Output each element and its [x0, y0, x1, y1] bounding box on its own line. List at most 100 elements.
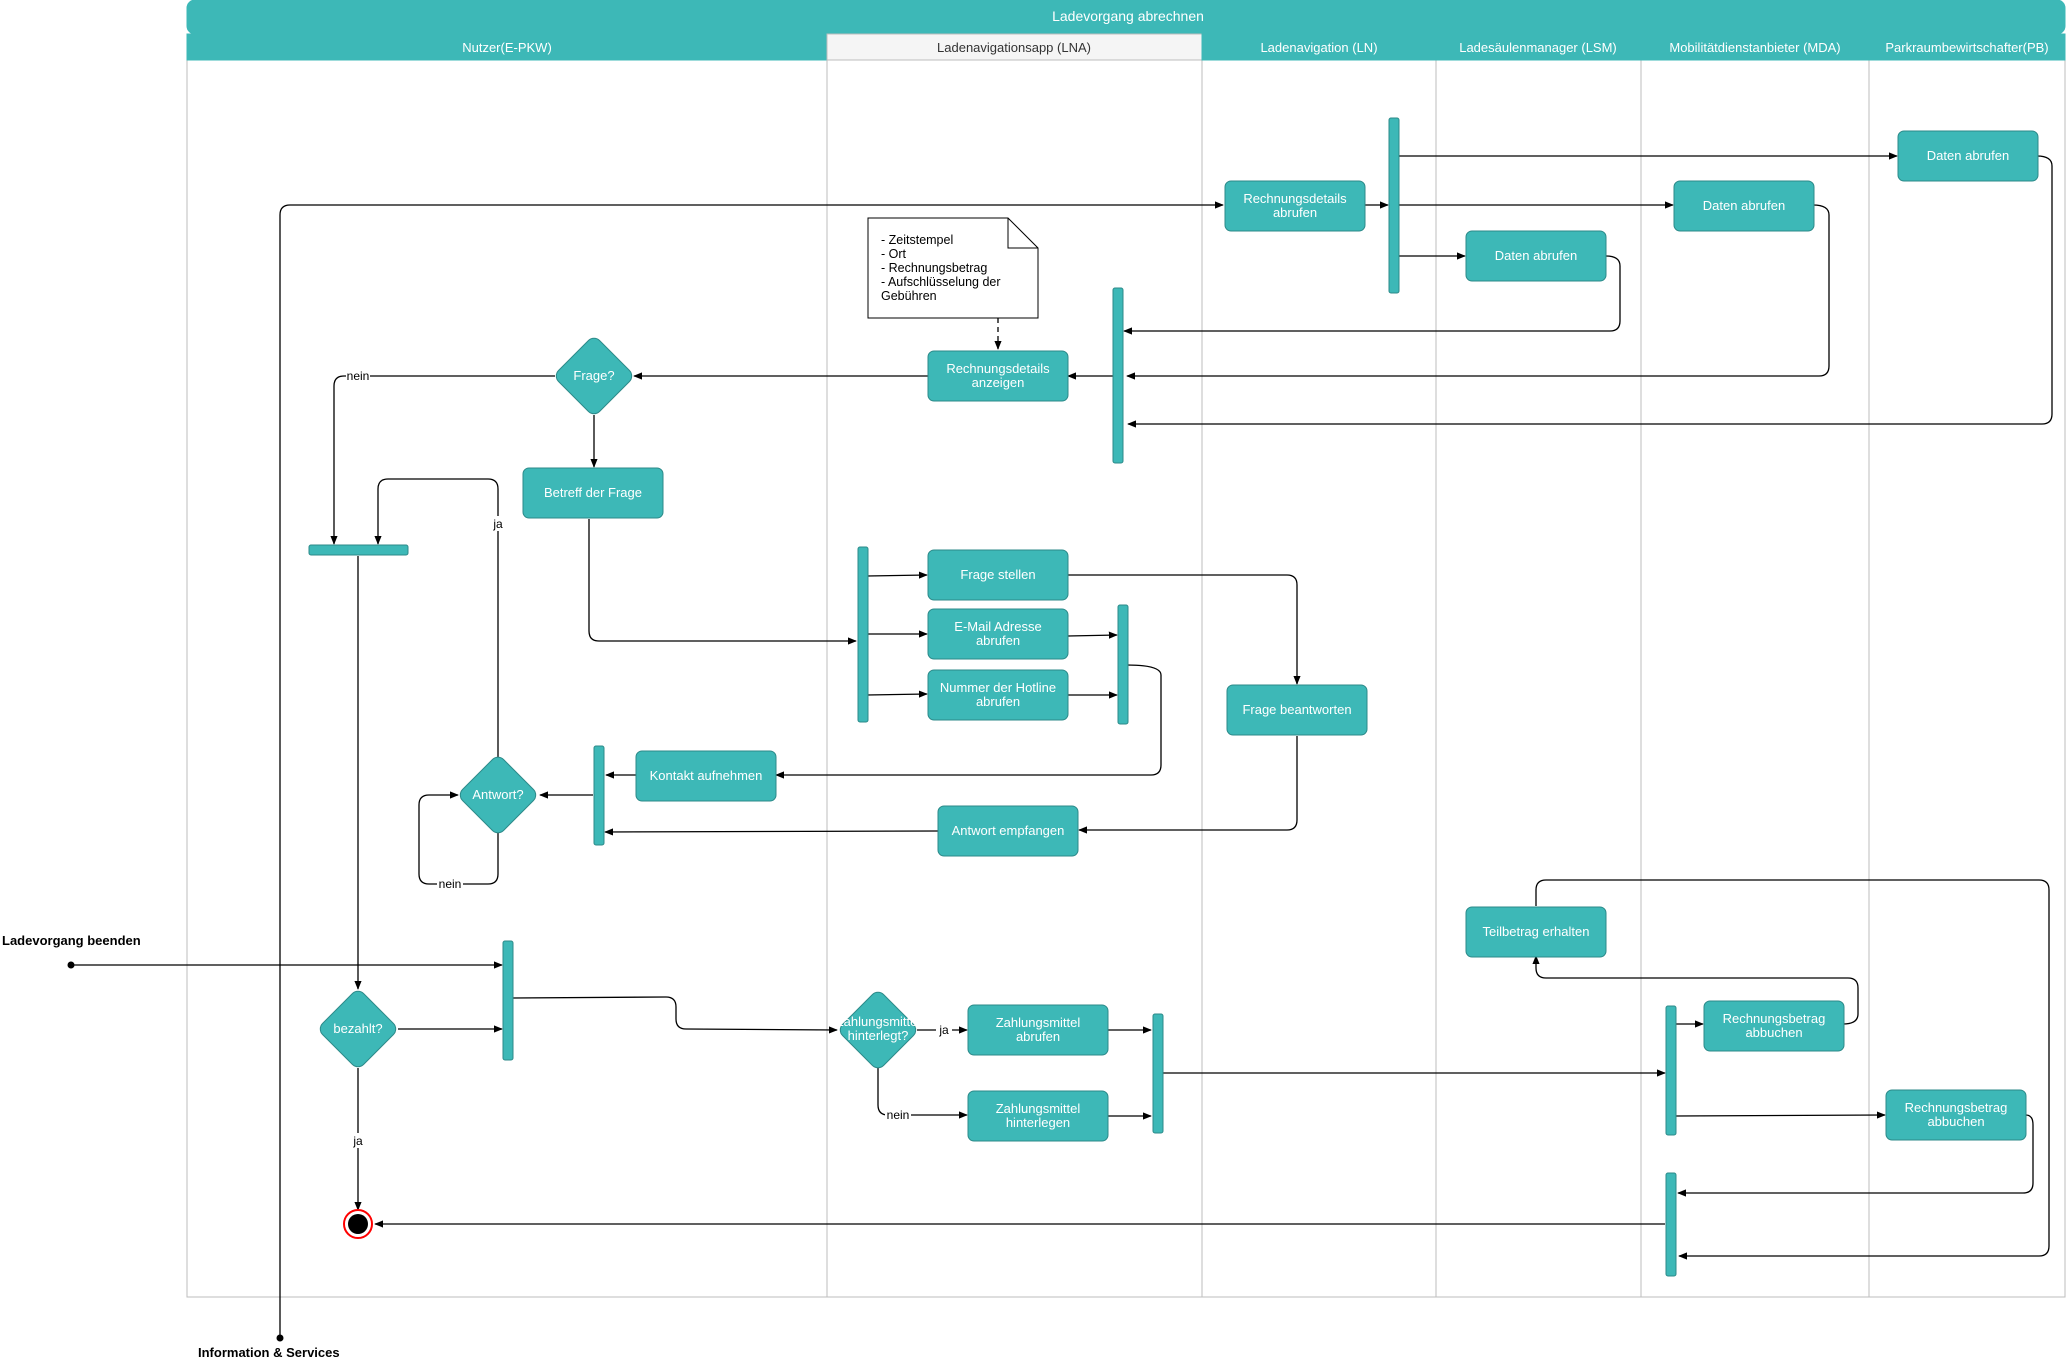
- svg-text:Zahlungsmittel: Zahlungsmittel: [996, 1015, 1081, 1030]
- svg-text:E-Mail Adresse: E-Mail Adresse: [954, 619, 1041, 634]
- svg-text:Daten abrufen: Daten abrufen: [1703, 198, 1785, 213]
- node-frage-stellen[interactable]: Frage stellen: [927, 549, 1069, 601]
- node-daten-abrufen-lsm[interactable]: Daten abrufen: [1465, 230, 1607, 282]
- svg-text:hinterlegt?: hinterlegt?: [848, 1028, 909, 1043]
- node-kontakt-aufnehmen[interactable]: Kontakt aufnehmen: [635, 750, 777, 802]
- svg-text:hinterlegen: hinterlegen: [1006, 1115, 1070, 1130]
- join-bar-antwort: [593, 745, 605, 846]
- edge-email-join: [1067, 631, 1118, 639]
- edge-beantworten-empfangen: [1078, 736, 1298, 834]
- edge-labels: nein ja nein ja ja nein: [346, 368, 952, 1148]
- edge-rbpb-join: [1677, 1114, 2034, 1197]
- svg-text:Rechnungsdetails: Rechnungsdetails: [946, 361, 1050, 376]
- node-rechnungsdetails-anzeigen[interactable]: Rechnungsdetails anzeigen: [927, 350, 1069, 402]
- edge-antwort-nein: [418, 791, 499, 885]
- svg-text:Antwort?: Antwort?: [472, 787, 523, 802]
- edge-frage-nein: [330, 375, 555, 545]
- join-bar-zahlungsmittel: [1152, 1013, 1164, 1134]
- start-ladevorgang-beenden[interactable]: Ladevorgang beenden: [2, 933, 141, 969]
- label-ja-bezahlt: ja: [352, 1134, 363, 1148]
- svg-text:Teilbetrag erhalten: Teilbetrag erhalten: [1483, 924, 1590, 939]
- edge-mda-join: [1126, 204, 1830, 380]
- node-zahlungsmittel-abrufen[interactable]: Zahlungsmittel abrufen: [967, 1004, 1109, 1056]
- node-antwort-empfangen[interactable]: Antwort empfangen: [937, 805, 1079, 857]
- svg-text:Betreff der Frage: Betreff der Frage: [544, 485, 642, 500]
- lane-lsm-label: Ladesäulenmanager (LSM): [1459, 40, 1617, 55]
- node-rechnungsbetrag-mda[interactable]: Rechnungsbetrag abbuchen: [1703, 1000, 1845, 1052]
- svg-text:anzeigen: anzeigen: [972, 375, 1025, 390]
- edge-empfangen-join: [604, 828, 939, 836]
- fork-bar-mda: [1665, 1005, 1677, 1136]
- svg-text:Rechnungsbetrag: Rechnungsbetrag: [1905, 1100, 2008, 1115]
- decision-frage[interactable]: Frage?: [553, 335, 635, 417]
- node-daten-abrufen-mda[interactable]: Daten abrufen: [1673, 180, 1815, 232]
- svg-text:Zahlungsmittel: Zahlungsmittel: [836, 1014, 921, 1029]
- svg-text:Frage beantworten: Frage beantworten: [1242, 702, 1351, 717]
- decision-antwort[interactable]: Antwort?: [457, 754, 539, 836]
- edge-join-kontakt: [775, 664, 1162, 779]
- svg-text:- Zeitstempel: - Zeitstempel: [881, 233, 953, 247]
- label-information-services: Information & Services: [198, 1345, 340, 1360]
- join-bar-kontakt: [1117, 604, 1129, 725]
- decision-zahlungsmittel[interactable]: Zahlungsmittel hinterlegt?: [836, 989, 921, 1071]
- label-ja-zahlung: ja: [938, 1023, 949, 1037]
- diagram-title: Ladevorgang abrechnen: [1052, 8, 1204, 24]
- svg-text:abrufen: abrufen: [976, 694, 1020, 709]
- edge-teilbetrag-join: [1535, 879, 2050, 1260]
- merge-bar-user: [308, 544, 409, 556]
- node-rechnungsbetrag-pb[interactable]: Rechnungsbetrag abbuchen: [1885, 1089, 2027, 1141]
- fork-bar-ln: [1388, 117, 1400, 294]
- node-daten-abrufen-pb[interactable]: Daten abrufen: [1897, 130, 2039, 182]
- bars: [308, 117, 1677, 1277]
- nodes: Rechnungsdetails abrufen Daten abrufen D…: [2, 130, 2039, 1361]
- decision-bezahlt[interactable]: bezahlt?: [317, 988, 399, 1070]
- svg-text:Nummer der Hotline: Nummer der Hotline: [940, 680, 1056, 695]
- svg-text:Rechnungsdetails: Rechnungsdetails: [1243, 191, 1347, 206]
- svg-text:- Rechnungsbetrag: - Rechnungsbetrag: [881, 261, 987, 275]
- label-nein-zahlung: nein: [887, 1108, 910, 1122]
- label-nein-antwort: nein: [439, 877, 462, 891]
- lane-pb: Parkraumbewirtschafter(PB): [1868, 33, 2066, 1298]
- label-ladevorgang-beenden: Ladevorgang beenden: [2, 933, 141, 948]
- edge-stellen-beantworten: [1068, 574, 1301, 685]
- join-bar-mda: [1665, 1172, 1677, 1277]
- fork-bar-zahlung: [502, 940, 514, 1061]
- edge-lsm-join: [1123, 255, 1621, 335]
- node-zahlungsmittel-hinterlegen[interactable]: Zahlungsmittel hinterlegen: [967, 1090, 1109, 1142]
- svg-text:abbuchen: abbuchen: [1745, 1025, 1802, 1040]
- svg-text:abrufen: abrufen: [976, 633, 1020, 648]
- fork-bar-frage: [857, 546, 869, 723]
- svg-text:abrufen: abrufen: [1273, 205, 1317, 220]
- pool: Ladevorgang abrechnen Nutzer(E-PKW) Lade…: [186, 0, 2066, 1298]
- edge-betreff-fork: [588, 519, 857, 645]
- lane-ln-label: Ladenavigation (LN): [1260, 40, 1377, 55]
- end-node: [343, 1209, 373, 1239]
- node-frage-beantworten[interactable]: Frage beantworten: [1226, 684, 1368, 736]
- svg-text:- Ort: - Ort: [881, 247, 907, 261]
- edge-rb-teilbetrag: [1532, 955, 1859, 1025]
- start-information-services[interactable]: Information & Services: [198, 1334, 340, 1361]
- edge-fork-zahlung: [512, 996, 838, 1034]
- svg-text:Daten abrufen: Daten abrufen: [1927, 148, 2009, 163]
- node-teilbetrag-erhalten[interactable]: Teilbetrag erhalten: [1465, 906, 1607, 958]
- edges: [71, 152, 2053, 1338]
- node-email-abrufen[interactable]: E-Mail Adresse abrufen: [927, 608, 1069, 660]
- lane-user: Nutzer(E-PKW): [186, 33, 828, 1298]
- svg-text:Rechnungsbetrag: Rechnungsbetrag: [1723, 1011, 1826, 1026]
- edge-fork-stellen: [866, 571, 928, 579]
- lane-lna-label: Ladenavigationsapp (LNA): [937, 40, 1091, 55]
- svg-text:Frage?: Frage?: [573, 368, 614, 383]
- node-hotline-abrufen[interactable]: Nummer der Hotline abrufen: [927, 669, 1069, 721]
- lane-mda-label: Mobilitätdienstanbieter (MDA): [1669, 40, 1840, 55]
- edge-fork-hotline: [866, 690, 928, 698]
- node-betreff-der-frage[interactable]: Betreff der Frage: [522, 467, 664, 519]
- node-rechnungsdetails-abrufen[interactable]: Rechnungsdetails abrufen: [1224, 180, 1366, 232]
- svg-text:Kontakt aufnehmen: Kontakt aufnehmen: [650, 768, 763, 783]
- edge-antwort-ja: [374, 478, 499, 758]
- lane-user-label: Nutzer(E-PKW): [462, 40, 552, 55]
- lane-lsm: Ladesäulenmanager (LSM): [1435, 33, 1642, 1298]
- svg-text:Zahlungsmittel: Zahlungsmittel: [996, 1101, 1081, 1116]
- lane-pb-label: Parkraumbewirtschafter(PB): [1885, 40, 2048, 55]
- svg-text:Gebühren: Gebühren: [881, 289, 937, 303]
